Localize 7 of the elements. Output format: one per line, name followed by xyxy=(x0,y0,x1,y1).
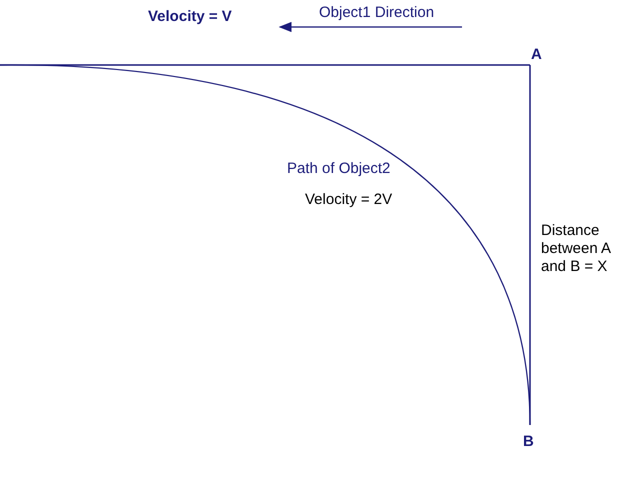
direction-label: Object1 Direction xyxy=(319,4,434,22)
distance-label: Distance between A and B = X xyxy=(541,222,612,276)
point-label: A xyxy=(531,46,542,64)
point-label: B xyxy=(523,433,534,451)
velocity-label: Velocity = 2V xyxy=(305,191,392,209)
path-label: Path of Object2 xyxy=(287,160,390,178)
velocity-label: Velocity = V xyxy=(148,8,232,26)
